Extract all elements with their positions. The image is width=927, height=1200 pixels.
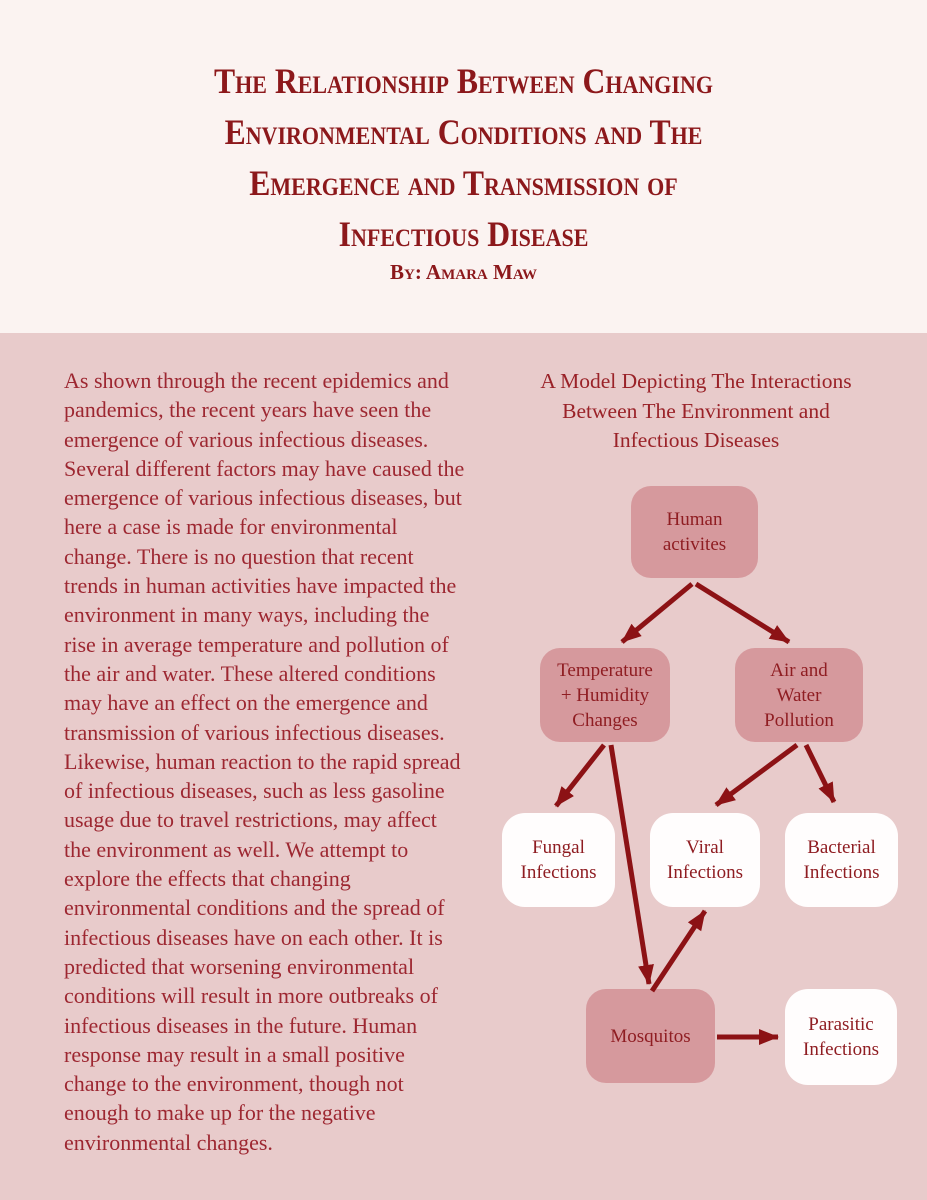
node-fungal-infections: Fungal Infections [502,813,615,907]
title-band [0,0,927,333]
arrow-airwater-to-bacterial [803,743,837,804]
arrow-mosquitos-to-viral [649,909,708,993]
poster-byline: By: Amara Maw [390,260,537,284]
arrow-airwater-to-viral [714,742,799,808]
abstract-paragraph: As shown through the recent epidemics an… [64,368,465,1155]
diagram-title: A Model Depicting The Interactions Betwe… [540,369,852,452]
node-temperature-humidity-changes: Temperature + Humidity Changes [540,648,670,742]
arrow-human-to-temperature [620,582,694,644]
node-bacterial-infections: Bacterial Infections [785,813,898,907]
node-viral-infections: Viral Infections [650,813,760,907]
arrow-temperature-to-fungal [554,743,606,808]
node-parasitic-infections: Parasitic Infections [785,989,897,1085]
poster-title: The Relationship Between Changing Enviro… [214,61,713,254]
node-mosquitos: Mosquitos [586,989,715,1083]
node-air-water-pollution: Air and Water Pollution [735,648,863,742]
node-human-activities: Human activites [631,486,758,578]
arrow-temperature-to-mosquitos [608,744,654,985]
arrow-human-to-airwater [694,581,791,645]
